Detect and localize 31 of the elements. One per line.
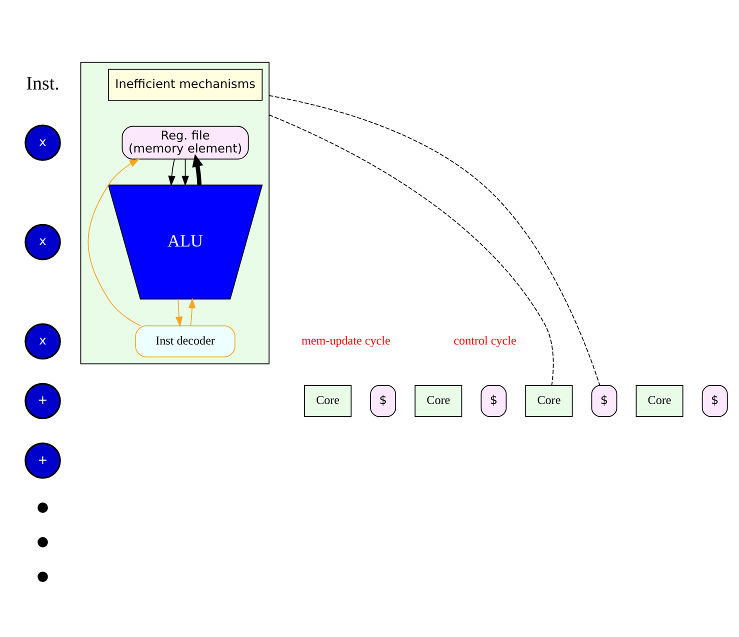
arrow xyxy=(188,298,196,326)
arrow xyxy=(182,158,189,186)
node-circle: x xyxy=(24,323,61,360)
node-box: Reg. file (memory element) xyxy=(122,126,249,160)
node-circle: x xyxy=(24,124,61,161)
node-box: Core xyxy=(304,385,352,417)
node-box: Inst decoder xyxy=(135,325,236,358)
node-circle: x xyxy=(24,224,61,260)
arrow xyxy=(168,158,176,186)
connector xyxy=(268,95,600,386)
node-box: $ xyxy=(480,385,507,417)
node-box: Core xyxy=(525,385,573,417)
node-circle xyxy=(38,537,48,548)
arrow xyxy=(88,158,141,326)
label: control cycle xyxy=(454,334,516,348)
label: mem-update cycle xyxy=(302,334,390,348)
node-circle: + xyxy=(24,442,61,479)
node-box: Inefficient mechanisms xyxy=(108,68,263,101)
arrow xyxy=(192,154,204,186)
node-circle: + xyxy=(24,382,61,420)
cluster xyxy=(80,62,270,364)
node-box: Core xyxy=(414,385,462,417)
node-box: Core xyxy=(636,385,684,417)
node-box: $ xyxy=(591,385,618,417)
node-circle xyxy=(38,572,48,582)
label: Inst. xyxy=(26,74,60,95)
connector xyxy=(268,114,554,386)
arrow xyxy=(175,298,183,328)
node-box: $ xyxy=(702,385,728,417)
node-box: $ xyxy=(370,385,396,417)
node-circle xyxy=(38,502,48,513)
